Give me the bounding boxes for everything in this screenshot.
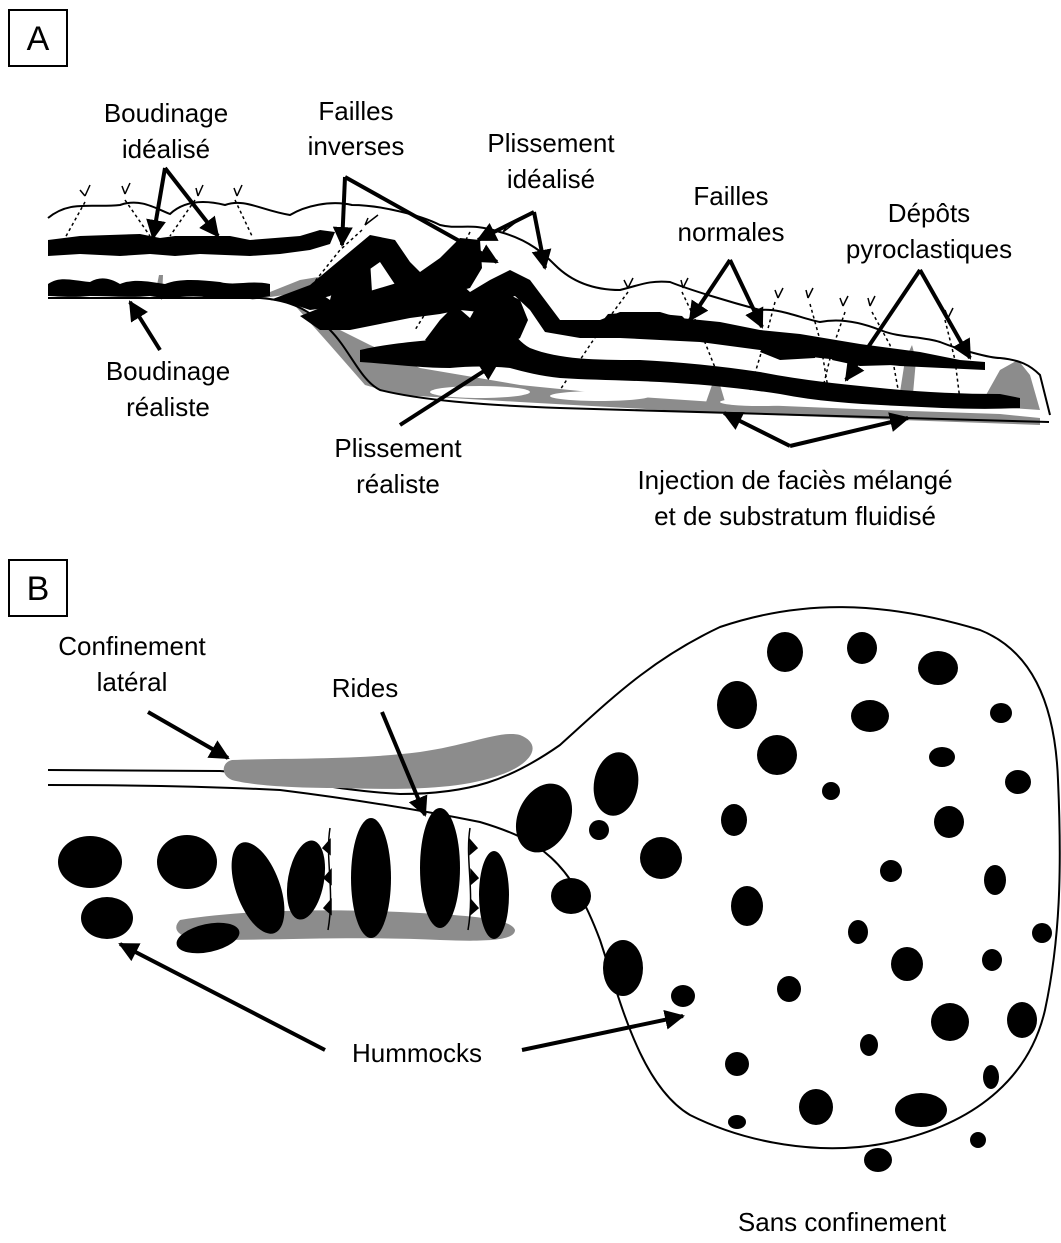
hummock: [860, 1034, 878, 1056]
ride: [479, 851, 509, 939]
hummock: [81, 897, 133, 939]
hummock: [777, 976, 801, 1002]
hummock: [970, 1132, 986, 1148]
panel-a: A: [9, 10, 1050, 531]
hummock: [589, 820, 609, 840]
label-boudinage-idealise-1: Boudinage: [104, 98, 228, 128]
hummock: [1007, 1002, 1037, 1038]
hummock: [58, 836, 122, 888]
lateral-confinement-top: [224, 734, 533, 789]
hummock: [982, 949, 1002, 971]
hummock: [891, 947, 923, 981]
hummock: [880, 860, 902, 882]
hummock: [799, 1089, 833, 1125]
label-confinement-lateral-2: latéral: [97, 667, 168, 697]
hummock: [717, 681, 757, 729]
hummock: [157, 835, 217, 889]
hummock: [822, 782, 840, 800]
label-confinement-lateral-1: Confinement: [58, 631, 206, 661]
hummock: [505, 774, 583, 861]
hummock: [848, 920, 868, 944]
hummock: [728, 1115, 746, 1129]
hummock: [864, 1148, 892, 1172]
panel-a-tag: A: [27, 20, 50, 58]
hummock: [725, 1052, 749, 1076]
ride: [351, 818, 391, 938]
label-depots-pyroclastiques-1: Dépôts: [888, 198, 970, 228]
hummock: [847, 632, 877, 664]
label-failles-inverses-1: Failles: [318, 96, 393, 126]
label-hummocks: Hummocks: [352, 1038, 482, 1068]
hummock: [990, 703, 1012, 723]
label-plissement-realiste-2: réaliste: [356, 469, 440, 499]
hummock: [640, 837, 682, 879]
label-plissement-idealise-2: idéalisé: [507, 164, 595, 194]
label-plissement-idealise-1: Plissement: [487, 128, 615, 158]
hummock: [983, 1065, 999, 1089]
label-boudinage-realiste-1: Boudinage: [106, 356, 230, 386]
hummock: [851, 700, 889, 732]
label-plissement-realiste-1: Plissement: [334, 433, 462, 463]
label-rides: Rides: [332, 673, 398, 703]
hummock: [929, 747, 955, 767]
label-boudinage-idealise-2: idéalisé: [122, 134, 210, 164]
hummock: [757, 735, 797, 775]
hummock: [603, 940, 643, 996]
panel-b: B: [9, 560, 1060, 1237]
hummock: [984, 865, 1006, 895]
label-failles-normales-2: normales: [678, 217, 785, 247]
hummock: [721, 804, 747, 836]
panel-b-tag: B: [27, 570, 50, 608]
hummock: [551, 878, 591, 914]
label-depots-pyroclastiques-2: pyroclastiques: [846, 234, 1012, 264]
hummock: [918, 651, 958, 685]
hummocks: [58, 632, 1052, 1172]
hummock: [1032, 923, 1052, 943]
hummock: [671, 985, 695, 1007]
label-failles-inverses-2: inverses: [308, 131, 405, 161]
ride: [420, 808, 460, 928]
hummock: [895, 1093, 947, 1127]
label-sans-confinement: Sans confinement: [738, 1207, 947, 1237]
hummock: [767, 632, 803, 672]
hummock: [934, 806, 964, 838]
label-injection-2: et de substratum fluidisé: [654, 501, 936, 531]
hummock: [1005, 770, 1031, 794]
hummock: [589, 749, 643, 820]
label-boudinage-realiste-2: réaliste: [126, 392, 210, 422]
label-injection-1: Injection de faciès mélangé: [637, 465, 952, 495]
hummock: [931, 1003, 969, 1041]
hummock: [731, 886, 763, 926]
label-failles-normales-1: Failles: [693, 181, 768, 211]
ride: [281, 837, 330, 922]
